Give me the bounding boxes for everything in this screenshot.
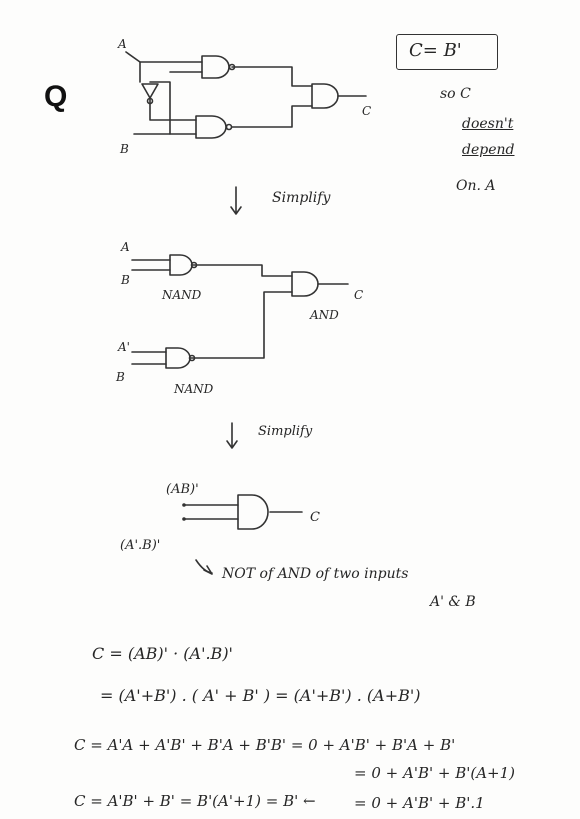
- equation-line-5: C = A'B' + B' = B'(A'+1) = B' ←: [74, 792, 316, 810]
- diagram2-label-c: C: [354, 288, 364, 302]
- diagram2-nand-bottom: [165, 347, 191, 369]
- note-line-1: so C: [440, 86, 471, 102]
- diagram1-label-a: A: [118, 37, 127, 51]
- diagram2-label-and: AND: [310, 308, 339, 322]
- diagram1-and-gate: [311, 83, 339, 109]
- diagram1-wires: [125, 51, 367, 135]
- simplify-label-1: Simplify: [272, 190, 331, 206]
- diagram2-wires: [131, 259, 349, 365]
- down-arrow-2: [226, 422, 238, 449]
- answer-box: C= B': [396, 34, 498, 70]
- diagram1-nand-top: [201, 55, 230, 79]
- note-line-4: On. A: [456, 178, 496, 194]
- diagram2-and-gate: [291, 271, 319, 297]
- equation-line-4: = 0 + A'B' + B'(A+1): [354, 764, 515, 782]
- diagram2-label-b2: B: [116, 370, 125, 384]
- simplify-label-2: Simplify: [258, 424, 313, 439]
- diagram1-nand-bottom: [195, 115, 227, 139]
- description-line-1: NOT of AND of two inputs: [222, 566, 409, 582]
- diagram3-label-c: C: [310, 510, 320, 525]
- diagram2-label-a-prime: A': [118, 340, 130, 354]
- diagram2-label-a: A: [121, 240, 130, 254]
- diagram1-nand-top-bubble: [228, 63, 236, 71]
- diagram1-not-bubble: [146, 97, 154, 105]
- answer-box-text: C= B': [409, 40, 462, 61]
- diagram2-nand-top-bubble: [190, 261, 198, 269]
- diagram1-nand-bottom-bubble: [225, 123, 233, 131]
- diagram3-and-gate: [237, 494, 269, 530]
- diagram2-label-nand2: NAND: [174, 382, 214, 396]
- diagram1-label-c: C: [362, 104, 372, 118]
- diagram3-label-ab: (AB)': [166, 482, 199, 497]
- diagram1-not-gate: [141, 83, 159, 99]
- equation-line-2: = (A'+B') . ( A' + B' ) = (A'+B') . (A+B…: [100, 686, 421, 705]
- note-line-3: depend: [462, 142, 515, 158]
- diagram3-curve-arrow: [195, 559, 213, 575]
- equation-line-1: C = (AB)' · (A'.B)': [92, 644, 233, 663]
- equation-line-3: C = A'A + A'B' + B'A + B'B' = 0 + A'B' +…: [74, 736, 456, 754]
- question-label: Q: [44, 80, 68, 113]
- description-line-2: A' & B: [430, 594, 476, 610]
- diagram1-label-b: B: [120, 142, 129, 156]
- equation-line-6: = 0 + A'B' + B'.1: [354, 794, 485, 812]
- diagram3-label-a-prime-b: (A'.B)': [120, 538, 161, 553]
- diagram2-nand-top: [169, 254, 193, 276]
- diagram2-label-b1: B: [121, 273, 130, 287]
- diagram2-nand-bottom-bubble: [188, 354, 196, 362]
- down-arrow-1: [230, 186, 242, 215]
- diagram2-label-nand1: NAND: [162, 288, 202, 302]
- note-line-2: doesn't: [462, 116, 514, 132]
